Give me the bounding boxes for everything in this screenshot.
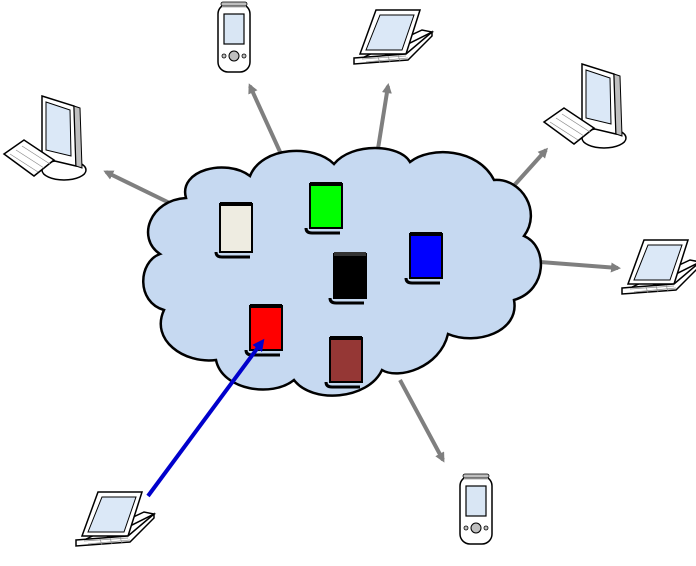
arrow-to-desktop-right <box>508 147 549 192</box>
laptop-icon <box>75 491 155 547</box>
desktop-computer-icon <box>543 63 627 149</box>
pda-icon <box>459 473 493 545</box>
scroll-brown-icon <box>324 336 363 389</box>
scroll-black-icon <box>328 252 367 305</box>
arrow-to-laptop-top <box>375 83 392 156</box>
scroll-red-icon <box>244 304 283 357</box>
arrow-to-laptop-right <box>539 260 621 273</box>
laptop-icon <box>353 9 433 65</box>
scroll-ivory-icon <box>214 202 253 259</box>
laptop-icon <box>621 239 696 295</box>
scroll-green-icon <box>304 182 343 235</box>
arrow-to-pda-bottom <box>398 379 445 463</box>
upload-arrow <box>146 338 265 498</box>
desktop-computer-icon <box>3 95 87 181</box>
scroll-blue-icon <box>404 232 443 285</box>
pda-icon <box>217 1 251 73</box>
